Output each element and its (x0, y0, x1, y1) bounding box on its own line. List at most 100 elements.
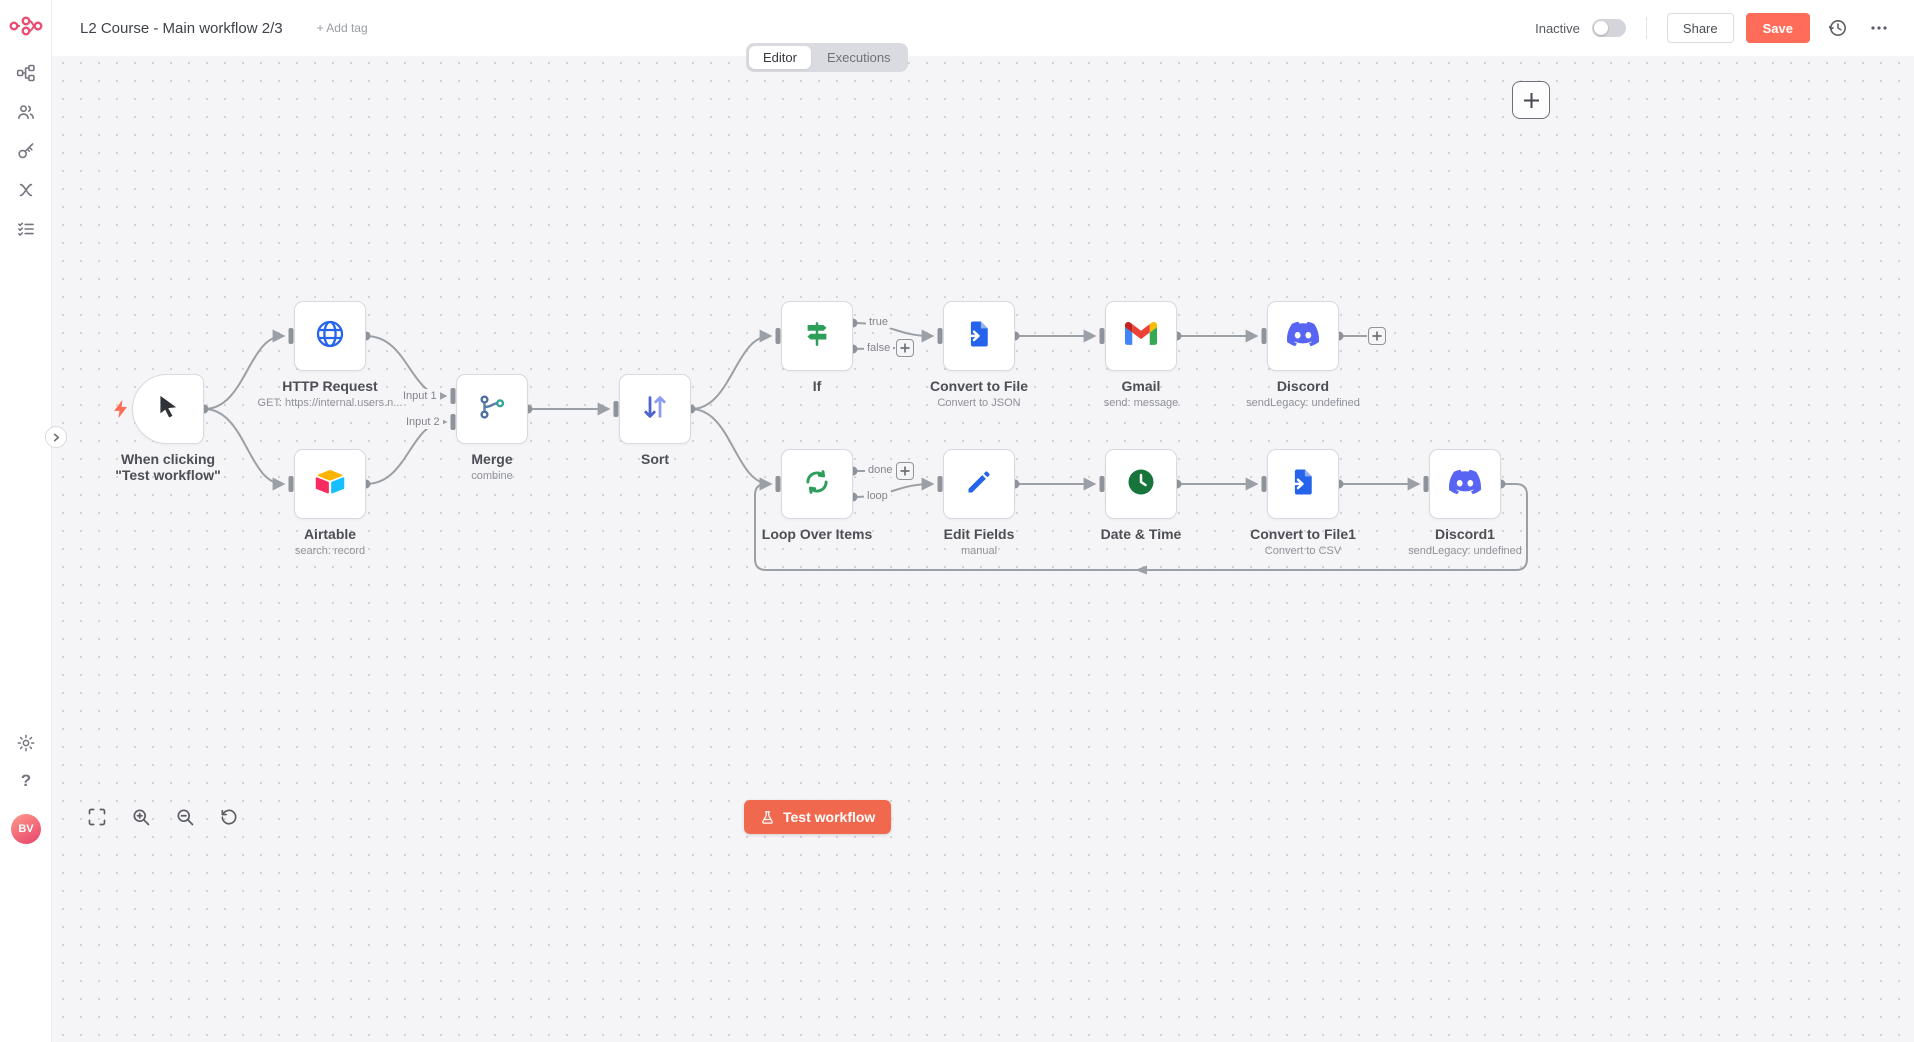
input-endpoint[interactable] (288, 328, 294, 344)
node-subtitle: combine (471, 470, 513, 482)
signpost-icon (802, 319, 832, 354)
zoom-out-icon (177, 809, 194, 826)
node-subtitle: sendLegacy: undefined (1246, 397, 1360, 409)
node-title: Edit Fields (943, 526, 1015, 542)
node-title: When clicking "Test workflow" (115, 451, 221, 484)
sidebar: ? BV (0, 0, 52, 1042)
node-subtitle: manual (960, 545, 998, 557)
zoom-out-button[interactable] (168, 800, 202, 834)
node-discord1[interactable]: Discord1 sendLegacy: undefined (1408, 449, 1522, 557)
connection[interactable] (690, 329, 773, 410)
connection[interactable] (852, 477, 935, 498)
n8n-logo[interactable] (0, 14, 52, 38)
node-subtitle: Convert to JSON (937, 397, 1021, 409)
add-node-button-if-false[interactable] (896, 339, 914, 357)
reset-zoom-button[interactable] (212, 800, 246, 834)
workflows-icon (16, 64, 35, 82)
node-edit-fields[interactable]: Edit Fields manual (943, 449, 1015, 557)
add-node-button-discord[interactable] (1368, 327, 1386, 345)
reset-zoom-icon (221, 809, 237, 825)
loop-icon (802, 467, 832, 502)
ellipsis-icon (1871, 26, 1887, 30)
sidebar-item-users[interactable] (0, 98, 52, 126)
connection[interactable] (203, 408, 286, 491)
top-bar: L2 Course - Main workflow 2/3 + Add tag … (52, 0, 1914, 56)
toggle-knob (1593, 21, 1608, 35)
tab-editor[interactable]: Editor (749, 46, 811, 69)
input-endpoint[interactable] (1099, 476, 1105, 492)
fit-view-button[interactable] (80, 800, 114, 834)
node-convert-to-file[interactable]: Convert to File Convert to JSON (930, 301, 1028, 409)
sidebar-item-workflows[interactable] (0, 59, 52, 87)
connection[interactable] (203, 329, 286, 410)
node-title: Airtable (303, 526, 357, 542)
node-http-request[interactable]: HTTP Request GET: https://internal.users… (258, 301, 402, 409)
input-endpoint[interactable] (613, 401, 619, 417)
node-merge[interactable]: Merge combine (456, 374, 528, 482)
sidebar-item-help[interactable]: ? (0, 767, 52, 795)
add-tag-button[interactable]: + Add tag (316, 21, 368, 35)
workflow-title[interactable]: L2 Course - Main workflow 2/3 (80, 19, 283, 37)
add-node-button-loop-done[interactable] (896, 462, 914, 480)
input-endpoint[interactable] (1261, 476, 1267, 492)
open-nodes-panel-button[interactable] (1512, 81, 1550, 119)
help-icon: ? (20, 771, 32, 790)
file-export-icon (964, 319, 994, 354)
canvas-controls (80, 800, 246, 834)
input-endpoint[interactable] (937, 328, 943, 344)
sidebar-expand-button[interactable] (45, 426, 67, 448)
chevron-right-icon (53, 433, 59, 441)
share-button[interactable]: Share (1666, 13, 1734, 43)
tab-executions[interactable]: Executions (813, 46, 905, 69)
input-endpoint[interactable] (288, 476, 294, 492)
node-convert-to-file1[interactable]: Convert to File1 Convert to CSV (1250, 449, 1356, 557)
input-endpoint[interactable] (775, 328, 781, 344)
more-options-button[interactable] (1866, 15, 1892, 41)
input-endpoint-2[interactable] (450, 414, 456, 430)
workflow-history-button[interactable] (1824, 14, 1852, 42)
input-endpoint[interactable] (1261, 328, 1267, 344)
node-gmail[interactable]: Gmail send: message (1104, 301, 1178, 409)
node-title: If (812, 378, 822, 394)
input-endpoint[interactable] (1423, 476, 1429, 492)
save-button[interactable]: Save (1745, 13, 1810, 43)
sidebar-item-variables[interactable] (0, 176, 52, 204)
input-endpoint[interactable] (937, 476, 943, 492)
sort-icon (640, 392, 670, 427)
zoom-in-icon (133, 809, 150, 826)
discord-icon (1449, 466, 1481, 503)
activation-toggle[interactable] (1591, 19, 1626, 37)
node-title: Gmail (1121, 378, 1161, 394)
sidebar-item-settings[interactable] (0, 729, 52, 757)
node-if[interactable]: If (781, 301, 853, 394)
test-workflow-label: Test workflow (783, 809, 876, 825)
discord-icon (1287, 318, 1319, 355)
node-date-time[interactable]: Date & Time (1101, 449, 1181, 542)
sidebar-item-credentials[interactable] (0, 137, 52, 165)
globe-icon (314, 318, 346, 355)
input-endpoint[interactable] (1099, 328, 1105, 344)
test-workflow-button[interactable]: Test workflow (744, 800, 892, 834)
user-avatar[interactable]: BV (11, 814, 41, 844)
input-endpoint[interactable] (775, 476, 781, 492)
node-discord[interactable]: Discord sendLegacy: undefined (1246, 301, 1360, 409)
node-title: Convert to File1 (1250, 526, 1356, 542)
sidebar-item-executions[interactable] (0, 215, 52, 243)
connection[interactable] (690, 408, 773, 491)
connection[interactable] (365, 415, 448, 485)
connection[interactable] (852, 322, 935, 343)
node-subtitle: search: record (294, 545, 366, 557)
node-sort[interactable]: Sort (619, 374, 691, 467)
node-title: Merge (471, 451, 513, 467)
input-endpoint-1[interactable] (450, 388, 456, 404)
clock-icon (1126, 467, 1156, 502)
divider (1645, 17, 1647, 39)
users-icon (18, 105, 34, 120)
connection-label-false: false (864, 341, 894, 355)
node-airtable[interactable]: Airtable search: record (294, 449, 366, 557)
zoom-in-button[interactable] (124, 800, 158, 834)
node-loop-over-items[interactable]: Loop Over Items (762, 449, 872, 542)
node-title: HTTP Request (282, 378, 378, 394)
node-when-clicking-test-workflow[interactable]: When clicking "Test workflow" (115, 374, 221, 483)
